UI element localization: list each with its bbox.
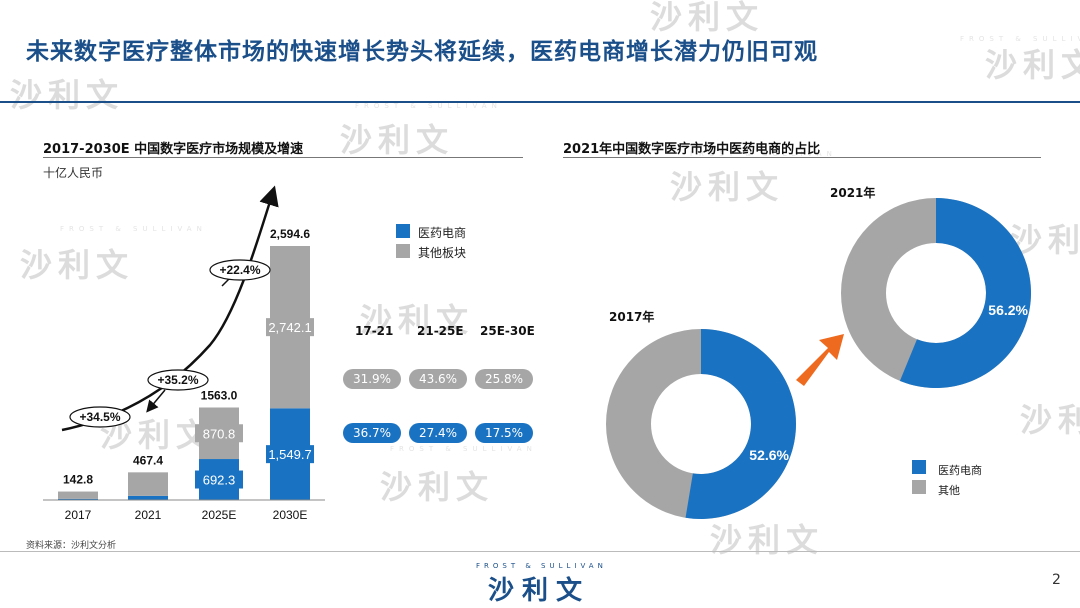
growth-rate-label: +35.2% — [157, 373, 198, 387]
right-section-rule — [563, 157, 1041, 158]
cagr-ecom-pill: 17.5% — [475, 423, 533, 443]
watermark: 沙利文 — [360, 301, 475, 339]
left-section-title: 2017-2030E 中国数字医疗市场规模及增速 — [43, 142, 304, 157]
x-tick-label: 2025E — [202, 508, 237, 522]
donut-slice-ecom — [685, 329, 796, 519]
x-tick-label: 2021 — [135, 508, 162, 522]
segment-label-bg — [266, 318, 314, 337]
watermark: 沙利文 — [710, 521, 825, 559]
watermark-sub: FROST & SULLIVAN — [355, 102, 502, 110]
segment-label-bg — [195, 424, 243, 443]
legend-swatch-ecom — [396, 224, 410, 238]
legend-swatch-other — [396, 244, 410, 258]
bar-total-label: 467.4 — [133, 453, 163, 467]
share-donut-charts: 56.2% 52.6% — [606, 198, 1031, 519]
growth-rate-bubble — [69, 406, 131, 428]
bar-other — [58, 491, 98, 499]
bar-ecom — [58, 498, 98, 500]
watermark-sub: FROST & SULLIVAN — [960, 35, 1080, 43]
watermark: 沙利文 — [985, 46, 1080, 84]
cagr-other-pill: 31.9% — [343, 369, 401, 389]
legend-swatch-ecom — [912, 460, 926, 474]
cagr-ecom-pill: 27.4% — [409, 423, 467, 443]
legend-label-other: 其他板块 — [418, 246, 467, 260]
donut-slice-ecom — [899, 198, 1031, 388]
segment-label-other: 870.8 — [203, 426, 236, 441]
bar-ecom — [128, 495, 168, 500]
segment-label-bg — [195, 470, 243, 489]
watermark-sub: FROST & SULLIVAN — [390, 445, 537, 453]
watermark: 沙利文 — [340, 121, 455, 159]
x-tick-label: 2030E — [273, 508, 308, 522]
growth-rate-bubble — [147, 369, 209, 391]
bar-total-label: 142.8 — [63, 473, 93, 487]
source-note: 资料来源：沙利文分析 — [26, 541, 117, 551]
bar-other — [128, 472, 168, 496]
market-size-bar-chart: 142.8 2017 467.4 2021 1563.0 2025E 692.3 870.8 2… — [43, 185, 325, 522]
legend-label-ecom: 医药电商 — [418, 226, 467, 240]
watermark: 沙利文 — [670, 168, 785, 206]
page-title: 未来数字医疗整体市场的快速增长势头将延续，医药电商增长潜力仍旧可观 — [26, 39, 818, 65]
cagr-other-pill: 43.6% — [409, 369, 467, 389]
growth-rate-bubble — [209, 259, 271, 281]
growth-rate-label: +22.4% — [219, 263, 260, 277]
cagr-ecom-pill: 36.7% — [343, 423, 401, 443]
segment-label-other: 2,742.1 — [268, 320, 311, 335]
watermark: 沙利文 — [380, 468, 495, 506]
watermark-sub: FROST & SULLIVAN — [690, 150, 837, 158]
cagr-header: 17-21 — [355, 324, 394, 338]
segment-label-ecom: 692.3 — [203, 473, 236, 488]
unit-label: 十亿人民币 — [43, 166, 104, 180]
donut-2017-title: 2017年 — [609, 310, 655, 324]
donut-2017: 52.6% — [606, 329, 796, 519]
header-divider — [0, 101, 1080, 103]
segment-label-bg — [266, 445, 314, 464]
cagr-header: 21-25E — [417, 324, 464, 338]
growth-rate-label: +34.5% — [79, 410, 120, 424]
footer-logo: 沙利文 — [488, 576, 591, 606]
donut-value-label: 56.2% — [988, 302, 1028, 318]
legend-swatch-other — [912, 480, 926, 494]
cagr-other-pill: 25.8% — [475, 369, 533, 389]
trend-arrow — [796, 334, 844, 386]
donut-value-label: 52.6% — [749, 447, 789, 463]
watermark: 沙利文 — [10, 76, 125, 114]
watermark: 沙利文 — [1020, 401, 1080, 439]
cagr-header: 25E-30E — [480, 324, 535, 338]
x-tick-label: 2017 — [65, 508, 92, 522]
watermark: 沙利文 — [650, 0, 765, 36]
bar-total-label: 1563.0 — [201, 388, 238, 402]
growth-trend-line — [61, 185, 279, 432]
growth-pointer — [146, 389, 166, 413]
legend-label-ecom: 医药电商 — [938, 464, 982, 477]
donut-2021-title: 2021年 — [830, 186, 876, 200]
footer-logo-subtitle: FROST & SULLIVAN — [476, 562, 607, 570]
page-number: 2 — [1052, 572, 1061, 588]
bar-total-label: 2,594.6 — [270, 227, 310, 241]
segment-label-ecom: 1,549.7 — [268, 447, 311, 462]
donut-2021: 56.2% — [841, 198, 1031, 388]
watermark-sub: FROST & SULLIVAN — [60, 225, 207, 233]
right-section-title: 2021年中国数字医疗市场中医药电商的占比 — [563, 142, 821, 157]
legend-label-other: 其他 — [938, 484, 960, 497]
watermark: 沙利文 — [20, 246, 135, 284]
left-section-rule — [43, 157, 523, 158]
footer-divider — [0, 551, 1080, 552]
